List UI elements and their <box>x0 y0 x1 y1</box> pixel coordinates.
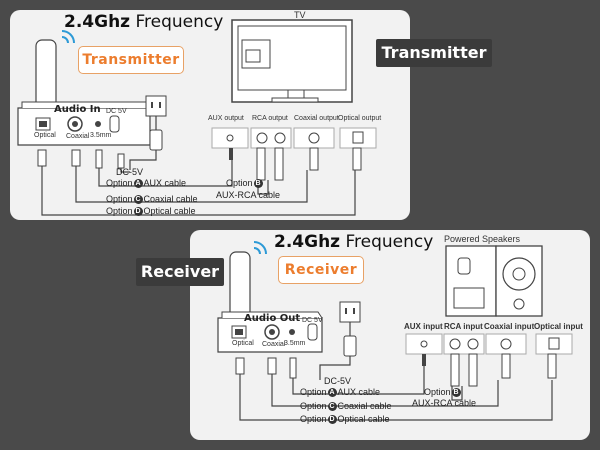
receiver-side-label: Receiver <box>136 258 224 286</box>
wifi-icon <box>253 241 267 255</box>
receiver-panel: 2.4Ghz Frequency Receiver Powered Speake… <box>190 230 590 440</box>
device-title: Audio In <box>54 104 101 115</box>
option-d-badge: D <box>327 414 337 424</box>
tv-output-coaxial: Coaxial output <box>294 115 339 122</box>
wifi-icon <box>61 30 75 44</box>
frequency-text: Frequency <box>135 12 224 32</box>
option-word: Option <box>300 401 327 411</box>
receiver-tag: Receiver <box>278 256 364 284</box>
frequency-text: Frequency <box>345 232 434 252</box>
dc-label: DC-5V <box>116 167 144 177</box>
option-b-label: Option B <box>226 178 263 188</box>
option-d-text: Optical cable <box>337 414 390 424</box>
option-a-label: Option A AUX cable <box>300 387 380 397</box>
option-c-text: Coaxial cable <box>337 401 392 411</box>
receiver-diagram <box>217 241 573 421</box>
transmitter-tag: Transmitter <box>78 46 184 74</box>
option-word: Option <box>106 194 133 204</box>
speaker-input-rca: RCA input <box>444 322 483 331</box>
option-word: Option <box>106 178 133 188</box>
speakers-label: Powered Speakers <box>444 234 521 244</box>
port-coaxial: Coaxial <box>66 133 90 140</box>
antenna-icon <box>35 39 57 113</box>
option-a-badge: A <box>327 387 337 397</box>
option-d-label: Option D Optical cable <box>106 206 196 216</box>
tv-output-optical: Optical output <box>338 115 382 122</box>
option-c-label: Option C Coaxial cable <box>300 401 392 411</box>
option-a-badge: A <box>133 178 143 188</box>
option-d-label: Option D Optical cable <box>300 414 390 424</box>
receiver-frequency-title: 2.4Ghz Frequency <box>274 232 433 252</box>
tv-output-aux: AUX output <box>208 115 244 122</box>
port-dc: DC 5V <box>302 317 323 324</box>
frequency-bold: 2.4Ghz <box>274 232 341 252</box>
option-b-badge: B <box>451 387 461 397</box>
option-b-label: Option B <box>424 387 461 397</box>
option-c-badge: C <box>133 194 143 204</box>
tv-output-rca: RCA output <box>252 115 288 122</box>
option-b-badge: B <box>253 178 263 188</box>
dc-label: DC-5V <box>324 376 352 386</box>
aux-rca-label: AUX-RCA cable <box>216 190 281 200</box>
option-word: Option <box>106 206 133 216</box>
option-d-text: Optical cable <box>143 206 196 216</box>
option-a-label: Option A AUX cable <box>106 178 186 188</box>
frequency-bold: 2.4Ghz <box>64 12 131 32</box>
option-a-text: AUX cable <box>143 178 187 188</box>
option-word: Option <box>300 387 327 397</box>
port-optical: Optical <box>232 340 254 347</box>
transmitter-frequency-title: 2.4Ghz Frequency <box>64 12 223 32</box>
transmitter-side-label: Transmitter <box>376 39 492 67</box>
option-c-text: Coaxial cable <box>143 194 198 204</box>
option-a-text: AUX cable <box>337 387 381 397</box>
port-optical: Optical <box>34 132 56 139</box>
option-b-text: Option <box>226 178 253 188</box>
aux-rca-label: AUX-RCA cable <box>412 398 477 408</box>
speaker-input-coaxial: Coaxial input <box>484 322 535 331</box>
device-title: Audio Out <box>244 313 301 324</box>
port-coaxial: Coaxial <box>262 341 286 348</box>
port-dc: DC 5V <box>106 108 127 115</box>
option-c-label: Option C Coaxial cable <box>106 194 198 204</box>
port-aux: 3.5mm <box>90 132 112 139</box>
option-word: Option <box>300 414 327 424</box>
option-c-badge: C <box>327 401 337 411</box>
tv-label: TV <box>294 10 306 20</box>
speaker-input-optical: Optical input <box>534 322 583 331</box>
transmitter-diagram <box>17 19 377 216</box>
option-b-text: Option <box>424 387 451 397</box>
option-d-badge: D <box>133 206 143 216</box>
speaker-input-aux: AUX input <box>404 322 443 331</box>
port-aux: 3.5mm <box>284 340 306 347</box>
transmitter-panel: 2.4Ghz Frequency Transmitter Audio In Op… <box>10 10 410 220</box>
